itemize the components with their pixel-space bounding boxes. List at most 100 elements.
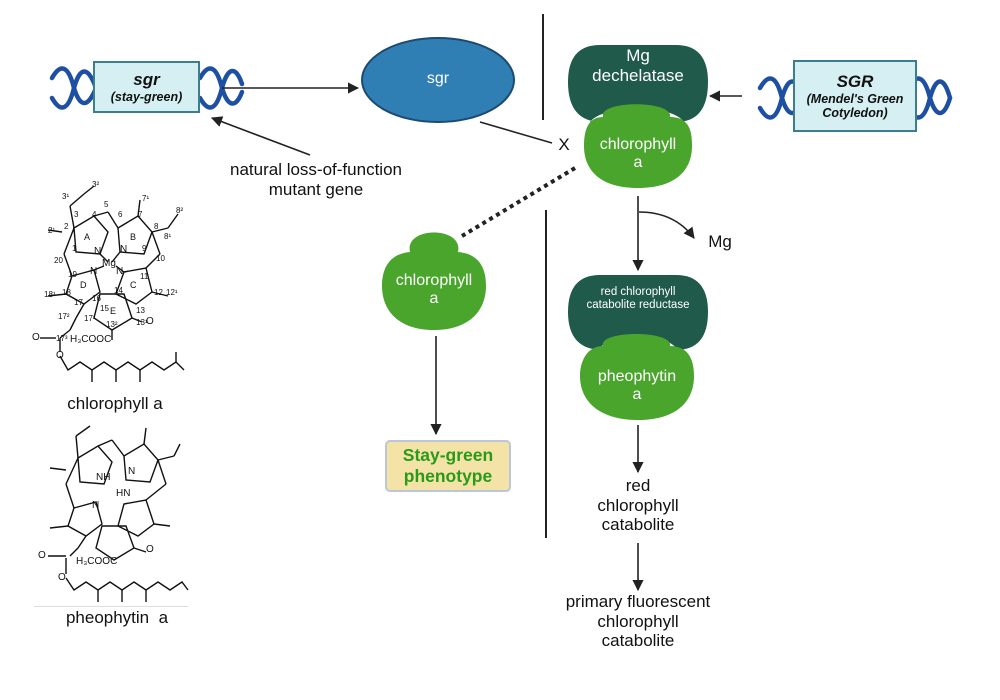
pheo-nh: NH bbox=[96, 472, 111, 483]
chl-num-3-2: 3² bbox=[92, 180, 100, 189]
chl-ring-e: E bbox=[110, 306, 117, 316]
chl-free-line-1: chlorophyll bbox=[395, 272, 473, 289]
chl-num-17: 17 bbox=[74, 298, 83, 307]
mg-dechelatase-line-1: Mg bbox=[626, 46, 650, 65]
chl-num-1: 1 bbox=[72, 244, 77, 253]
sgr-protein-label: sgr bbox=[426, 70, 450, 87]
chl-ring-c: C bbox=[130, 280, 137, 290]
mg-dechelatase-shape bbox=[568, 45, 708, 122]
chl-num-7: 7 bbox=[138, 210, 143, 219]
sgr-mutant-gene-box: sgr (stay-green) bbox=[93, 61, 200, 113]
arrow-note-to-gene bbox=[210, 116, 311, 156]
chl-free-label: chlorophyll a bbox=[382, 272, 486, 309]
chlorophyll-a-structure bbox=[40, 185, 185, 382]
chl-num-20: 20 bbox=[54, 256, 63, 265]
rccr-line-2: catabolite reductase bbox=[586, 299, 690, 312]
chl-o-2: O bbox=[146, 316, 154, 327]
pheophytin-a-structure bbox=[48, 425, 189, 602]
chl-n-3: N bbox=[90, 266, 98, 277]
chl-num-11: 11 bbox=[140, 272, 149, 281]
pfcc-line-3: catabolite bbox=[601, 631, 675, 651]
chl-num-19: 19 bbox=[68, 270, 77, 279]
chl-num-3: 3 bbox=[74, 210, 79, 219]
chl-num-17-1: 17¹ bbox=[84, 314, 96, 323]
block-mark: X bbox=[558, 135, 570, 154]
sgr-wildtype-gene-subtitle-2: Cotyledon) bbox=[822, 106, 888, 120]
rccr-label: red chlorophyll catabolite reductase bbox=[568, 286, 708, 312]
chl-free-shape bbox=[382, 232, 486, 330]
line-sgr-to-x bbox=[479, 121, 553, 144]
chl-num-13-2: 13² bbox=[106, 320, 118, 329]
released-mg-label: Mg bbox=[708, 232, 732, 251]
chl-n-4: N bbox=[116, 266, 124, 277]
pheo-o-1: O bbox=[38, 550, 46, 561]
pheo-baseline bbox=[34, 606, 188, 607]
pheo-n-1: N bbox=[128, 466, 136, 477]
pfcc-line-2: chlorophyll bbox=[597, 611, 679, 631]
sgr-wildtype-gene-box: SGR (Mendel's Green Cotyledon) bbox=[793, 60, 917, 132]
pheophytin-a-caption: pheophytin a bbox=[65, 608, 169, 627]
rcc-line-2: chlorophyll bbox=[597, 495, 679, 515]
chl-num-13: 13 bbox=[136, 306, 145, 315]
chl-num-13-1: 13¹ bbox=[136, 318, 148, 327]
mutant-note-line-1: natural loss-of-function bbox=[230, 160, 402, 179]
chlorophyll-a-caption: chlorophyll a bbox=[67, 394, 163, 413]
rcc-label: red chlorophyll catabolite bbox=[568, 476, 708, 535]
chl-ester: H₃COOC bbox=[70, 334, 112, 345]
chl-num-18-1: 18¹ bbox=[44, 290, 56, 299]
rccr-line-1: red chlorophyll bbox=[600, 286, 676, 298]
mg-dechelatase-label: Mg dechelatase bbox=[570, 46, 706, 85]
chl-ring-a: A bbox=[84, 232, 91, 242]
sgr-mutant-gene-subtitle: (stay-green) bbox=[110, 90, 183, 104]
mutant-note-line-2: mutant gene bbox=[268, 179, 364, 199]
stay-green-phenotype-box: Stay-green phenotype bbox=[385, 440, 511, 492]
mg-dechelatase-line-2: dechelatase bbox=[592, 65, 684, 85]
chl-bound-line-1: chlorophyll bbox=[599, 136, 677, 153]
arrow-mg-release bbox=[638, 211, 695, 239]
chl-mg: Mg bbox=[102, 258, 116, 269]
chl-num-14: 14 bbox=[114, 286, 123, 295]
pheophytin-label: pheophytin a bbox=[580, 368, 694, 405]
chl-bound-shape bbox=[584, 104, 692, 188]
chl-o-3: O bbox=[56, 350, 64, 361]
chl-num-8-2: 8² bbox=[176, 206, 184, 215]
pheo-n-2: N bbox=[92, 500, 100, 511]
chl-num-3-1: 3¹ bbox=[62, 192, 70, 201]
dotted-line-chl bbox=[460, 166, 577, 238]
chl-num-8: 8 bbox=[154, 222, 159, 231]
mutant-gene-note: natural loss-of-function mutant gene bbox=[196, 160, 436, 199]
chl-n-1: N bbox=[94, 246, 102, 257]
chl-bound-line-2: a bbox=[633, 154, 643, 172]
chl-num-6: 6 bbox=[118, 210, 123, 219]
chl-num-5: 5 bbox=[104, 200, 109, 209]
sgr-protein-shape bbox=[361, 37, 515, 123]
phenotype-line-2: phenotype bbox=[403, 466, 493, 486]
chl-num-10: 10 bbox=[156, 254, 165, 263]
phenotype-line-1: Stay-green bbox=[402, 445, 494, 465]
chl-num-12: 12 bbox=[154, 288, 163, 297]
chl-num-4: 4 bbox=[92, 210, 97, 219]
chl-num-12-1: 12¹ bbox=[166, 288, 178, 297]
pfcc-line-1: primary fluorescent bbox=[565, 592, 711, 611]
pheophytin-line-1: pheophytin bbox=[597, 368, 677, 385]
sgr-wildtype-gene-subtitle-1: (Mendel's Green bbox=[806, 92, 904, 106]
sgr-mutant-gene-name: sgr bbox=[133, 70, 160, 89]
chl-num-9: 9 bbox=[142, 244, 147, 253]
chl-free-line-2: a bbox=[429, 290, 439, 308]
pheo-ester: H₃COOC bbox=[76, 556, 118, 567]
chl-n-2: N bbox=[120, 244, 128, 255]
pheo-hn: HN bbox=[116, 488, 131, 499]
rcc-line-1: red bbox=[625, 476, 651, 495]
sgr-wildtype-gene-name: SGR bbox=[836, 72, 874, 91]
chl-num-18: 18 bbox=[62, 288, 71, 297]
chl-bound-label: chlorophyll a bbox=[584, 136, 692, 173]
pheophytin-shape bbox=[580, 334, 694, 420]
rccr-shape bbox=[568, 275, 708, 350]
chl-num-2-1: 2¹ bbox=[48, 226, 56, 235]
pheo-o-2: O bbox=[146, 544, 154, 555]
chl-num-16: 16 bbox=[92, 294, 101, 303]
chl-num-17-3: 17³ bbox=[56, 334, 68, 343]
chl-num-2: 2 bbox=[64, 222, 69, 231]
